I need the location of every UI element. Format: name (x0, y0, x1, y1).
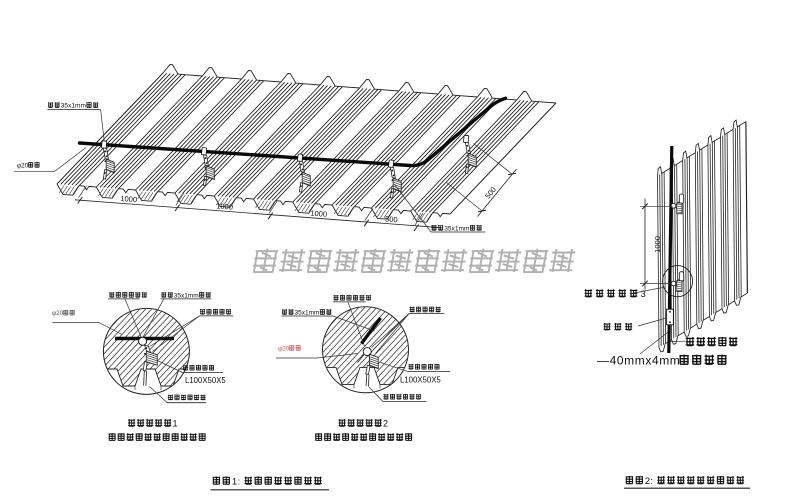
svg-text:φ20: φ20 (278, 345, 290, 352)
svg-text:35x1mm: 35x1mm (444, 225, 470, 232)
svg-text:—40mmx4mm: —40mmx4mm (597, 354, 680, 368)
svg-text:L100X50X5: L100X50X5 (400, 376, 441, 385)
svg-text:1000: 1000 (120, 194, 137, 204)
svg-text:1:: 1: (232, 476, 241, 487)
svg-text:2:: 2: (645, 476, 654, 487)
svg-text:35x1mm: 35x1mm (61, 103, 87, 110)
svg-text:1000: 1000 (653, 236, 662, 253)
svg-text:1: 1 (173, 418, 178, 428)
svg-text:1000: 1000 (310, 209, 327, 219)
svg-text:500: 500 (385, 214, 398, 224)
svg-text:3: 3 (641, 289, 648, 300)
svg-text:φ20: φ20 (52, 310, 64, 317)
svg-text:1000: 1000 (216, 201, 233, 211)
svg-text:35x1mm: 35x1mm (174, 292, 199, 299)
svg-text:35x1mm: 35x1mm (295, 309, 320, 316)
svg-text:φ20: φ20 (17, 162, 29, 169)
svg-text:L100X50X5: L100X50X5 (185, 376, 226, 385)
svg-text:2: 2 (383, 418, 388, 428)
